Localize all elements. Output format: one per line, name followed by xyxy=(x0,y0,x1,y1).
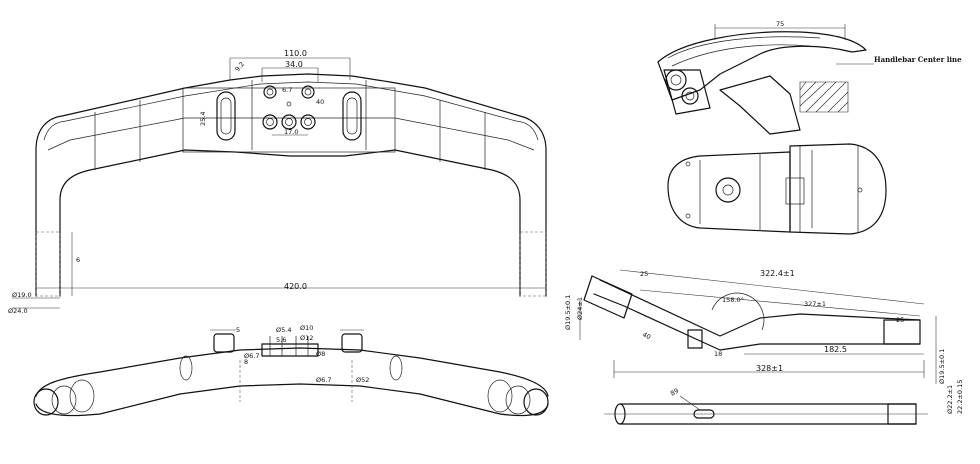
drop-dim-327 xyxy=(639,289,921,317)
bottom-dim-d: Ø12 xyxy=(300,334,313,342)
side-clamp-circles xyxy=(663,69,711,115)
side-stem-body xyxy=(719,75,801,135)
drop-dim-40-text: 40 xyxy=(641,331,652,342)
dim-34-text: 34.0 xyxy=(285,60,303,69)
top-boss-inner xyxy=(722,184,734,196)
top-view-lines xyxy=(699,146,859,232)
bottom-dim-a: 5 xyxy=(236,326,240,334)
dim-17-text: 17.0 xyxy=(284,128,298,136)
top-clip xyxy=(785,177,805,205)
bottom-dim-i: Ø6.7 xyxy=(316,376,331,384)
drop-dim-327-text: 327±1 xyxy=(804,300,826,308)
dim-r4-text: 40 xyxy=(316,98,324,106)
bottom-outline-bottom xyxy=(35,383,549,417)
dim-25-4-text: 25.4 xyxy=(199,112,207,126)
front-view: 110.0 34.0 420.0 17.0 25.4 9.2 40 6.7 Ø1… xyxy=(8,49,547,315)
drop-dim-25-text: 25 xyxy=(640,270,648,278)
side-centerline-label: Handlebar Center line xyxy=(874,55,962,64)
bottom-dim-e: Ø6.7 xyxy=(244,352,259,360)
dim-9-2-text: 9.2 xyxy=(233,60,246,73)
bottom-bosses xyxy=(213,333,363,357)
bottom-outline-top xyxy=(35,347,549,397)
dim-line-left xyxy=(12,297,60,309)
dim-r1-text: 6.7 xyxy=(282,86,292,94)
drop-dim-18-text: 18 xyxy=(714,350,722,358)
drop-dim-328-text: 328±1 xyxy=(756,364,783,373)
drop-dim-328 xyxy=(613,360,925,378)
top-view-right xyxy=(789,143,887,235)
top-view xyxy=(667,143,887,235)
drop-tube-lower xyxy=(593,293,921,351)
drop-dim-322 xyxy=(619,269,925,305)
front-top-band xyxy=(43,81,539,141)
drop-dim-right-text: Ø19.5±0.1 xyxy=(938,349,946,384)
bottom-dim-b: Ø5.4 xyxy=(276,326,291,334)
dim-left-dia1: Ø19.0 xyxy=(12,291,32,299)
front-band-2 xyxy=(47,117,535,151)
bottom-hidden xyxy=(239,360,353,402)
front-inner-outline xyxy=(59,149,521,297)
bottom-dim-c: Ø10 xyxy=(300,324,313,332)
drop-dim-322-text: 322.4±1 xyxy=(760,269,795,278)
slot-right-inner xyxy=(346,97,358,135)
clamp-lines xyxy=(251,80,367,150)
drop-tube-upper xyxy=(599,279,921,337)
slot-right xyxy=(342,91,362,141)
bottom-dim-g: Ø52 xyxy=(356,376,369,384)
drop-dim-left-b: Ø24±1 xyxy=(576,297,584,320)
left-end-clamp xyxy=(35,231,61,297)
clamp-zone xyxy=(182,87,396,153)
dim-line-110 xyxy=(229,57,351,80)
right-end-clamp xyxy=(519,231,547,297)
bottom-view: 5 Ø5.4 Ø10 Ø12 Ø6.7 Ø8 Ø52 8 Ø6.7 5.6 xyxy=(33,324,549,417)
side-view: 75 Handlebar Center line xyxy=(657,20,962,135)
top-dot1 xyxy=(685,161,691,167)
side-shell-lines xyxy=(667,36,821,67)
dim-vertical-text: 6 xyxy=(76,256,80,264)
drop-view: 322.4±1 158.0° 327±1 25 25 Ø19.5±0.1 Ø24… xyxy=(564,269,964,414)
side-dim-75 xyxy=(714,24,846,40)
drop-dim-left-a: Ø19.5±0.1 xyxy=(564,295,572,330)
drop-tab xyxy=(687,329,703,349)
tube-dim-89: 89 xyxy=(669,387,680,398)
side-dim-75-text: 75 xyxy=(776,20,784,28)
bottom-end-tubes xyxy=(33,355,549,416)
drop-right-end xyxy=(883,319,921,345)
drop-left-end xyxy=(583,275,633,319)
straight-tube-view: 89 xyxy=(604,387,928,425)
side-upper-shell xyxy=(657,31,867,101)
top-dot3 xyxy=(857,187,863,193)
top-boss-outer xyxy=(715,177,741,203)
dim-420-text: 420.0 xyxy=(284,282,307,291)
drop-dim-right3-text: 22.2±0.15 xyxy=(956,380,964,414)
drop-dim-right2-text: Ø22.2±1 xyxy=(946,385,954,414)
bottom-dim-j: 5.6 xyxy=(276,336,286,344)
bolt-holes xyxy=(262,85,316,130)
dim-110-text: 110.0 xyxy=(284,49,307,58)
front-outer-outline xyxy=(35,73,547,297)
drop-dim-25b-text: 25 xyxy=(896,316,904,324)
bottom-dim-h: 8 xyxy=(244,358,248,366)
segment-lines xyxy=(94,100,486,170)
top-dot2 xyxy=(685,213,691,219)
drop-angle-arc xyxy=(711,292,765,331)
tube-lines xyxy=(619,403,917,425)
slot-left-inner xyxy=(220,97,232,135)
drop-angle-text: 158.0° xyxy=(722,296,744,304)
dim-left-dia2: Ø24.0 xyxy=(8,307,28,315)
slot-left xyxy=(216,91,236,141)
side-hatch xyxy=(799,81,849,113)
dim-line-34 xyxy=(261,67,319,82)
tube-leader xyxy=(679,395,701,411)
bottom-dim-f: Ø8 xyxy=(316,350,325,358)
drop-dim-182-text: 182.5 xyxy=(824,345,847,354)
